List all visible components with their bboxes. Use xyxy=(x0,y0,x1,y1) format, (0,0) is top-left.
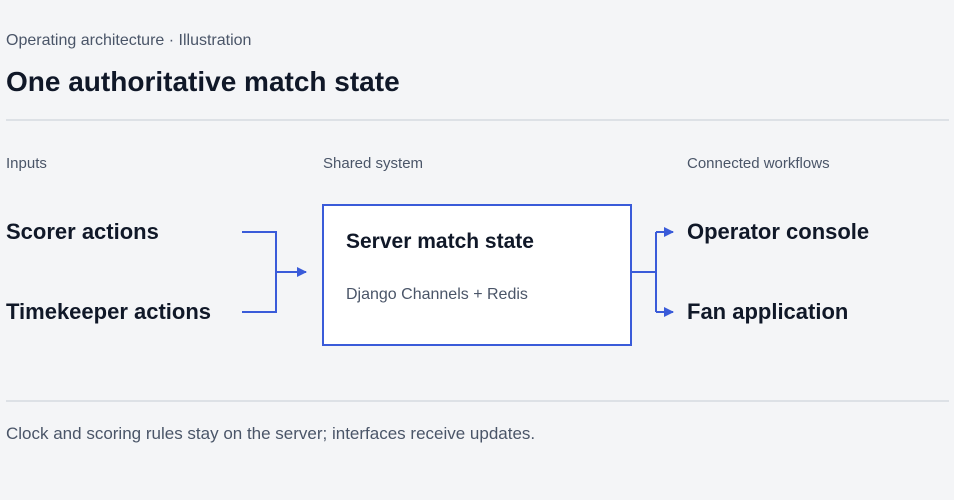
column-label-outputs: Connected workflows xyxy=(687,155,830,172)
connector-timekeeper xyxy=(242,272,277,313)
output-node-fan-application: Fan application xyxy=(687,299,849,324)
top-divider xyxy=(6,119,949,121)
output-node-operator-console: Operator console xyxy=(687,219,870,244)
input-node-timekeeper: Timekeeper actions xyxy=(6,299,212,324)
system-title: Server match state xyxy=(346,230,534,253)
column-label-system: Shared system xyxy=(323,155,424,172)
connector-scorer xyxy=(242,231,277,272)
input-node-scorer: Scorer actions xyxy=(6,219,159,244)
eyebrow-label: Operating architecture · Illustration xyxy=(6,32,252,49)
column-label-inputs: Inputs xyxy=(6,155,47,172)
page-title: One authoritative match state xyxy=(6,66,400,97)
system-box: Server match state Django Channels + Red… xyxy=(322,204,632,346)
system-subtitle: Django Channels + Redis xyxy=(346,286,528,303)
footnote: Clock and scoring rules stay on the serv… xyxy=(6,424,536,443)
bottom-divider xyxy=(6,400,949,402)
